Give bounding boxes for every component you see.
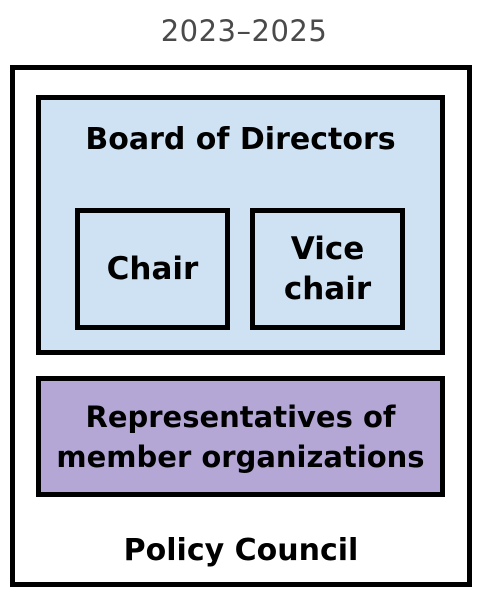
board-of-directors-label: Board of Directors	[85, 122, 396, 157]
chair-label: Chair	[106, 251, 199, 287]
representatives-label: Representatives of member organizations	[56, 399, 425, 474]
policy-council-label: Policy Council	[123, 533, 359, 568]
chair-box: Chair	[75, 208, 230, 330]
representatives-box: Representatives of member organizations	[36, 376, 445, 497]
period-label: 2023–2025	[160, 14, 328, 48]
vice-chair-box: Vice chair	[250, 208, 405, 330]
vice-chair-label: Vice chair	[283, 231, 372, 307]
